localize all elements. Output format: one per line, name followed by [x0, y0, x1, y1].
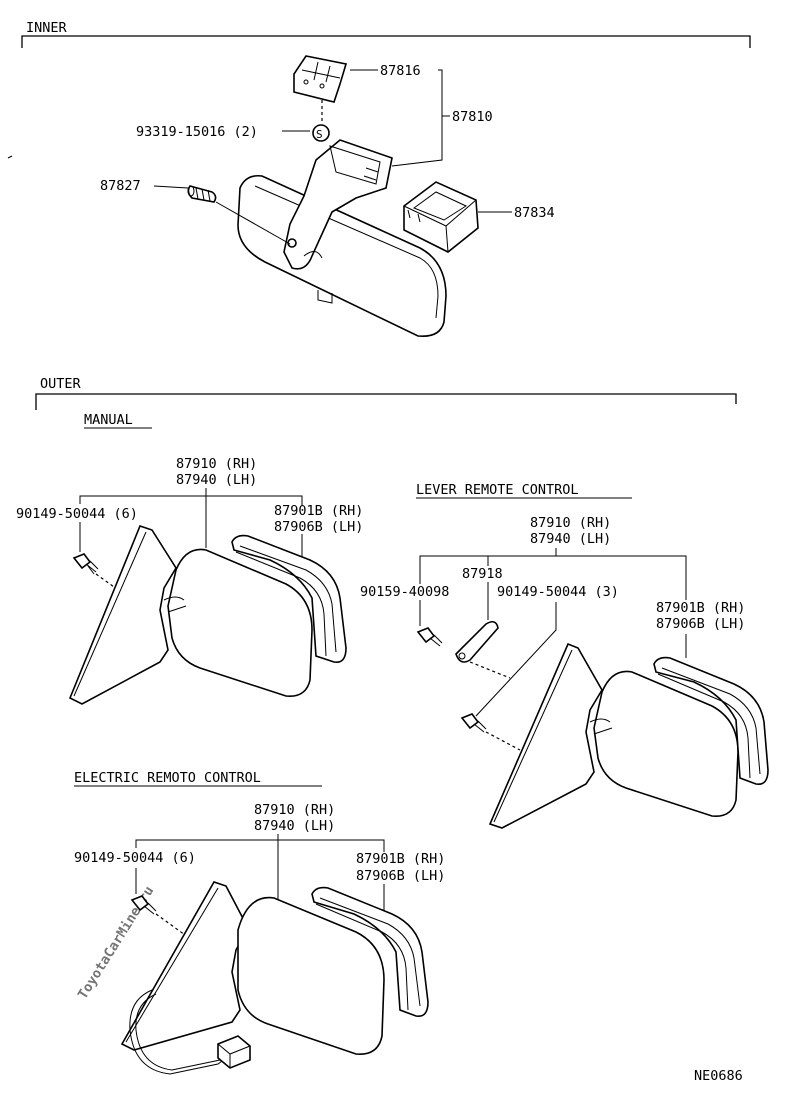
- electric-mirror-housing: [237, 896, 385, 1055]
- electric-mirror-rh: 87910 (RH): [254, 802, 335, 818]
- electric-screw-part: [130, 895, 157, 915]
- manual-screw-part: [72, 553, 99, 575]
- label-87827: 87827: [100, 178, 141, 194]
- electric-mirror-lh: 87940 (LH): [254, 818, 335, 834]
- manual-screw: 90149-50044 (6): [16, 506, 138, 522]
- lever-knob-part: [455, 620, 499, 663]
- lever-mirror-lh: 87940 (LH): [530, 531, 611, 547]
- inner-section: INNER S: [21, 20, 751, 338]
- electric-wire: [129, 989, 227, 1075]
- lever-mirror-base: [488, 642, 603, 829]
- label-87816: 87816: [380, 63, 421, 79]
- outer-heading: OUTER: [40, 376, 82, 392]
- lever-glass-rh: 87901B (RH): [656, 600, 745, 616]
- lever-screw-a: 90159-40098: [360, 584, 449, 600]
- mirror-tab: [317, 290, 333, 304]
- inner-bracket: [21, 35, 751, 48]
- s-washer-mark: S: [316, 128, 323, 141]
- electric-connector: [217, 1035, 251, 1069]
- manual-section: MANUAL 87910 (RH) 87940 (LH) 90149-50044…: [16, 412, 363, 705]
- lever-screw-a-part: [416, 627, 443, 647]
- electric-screw: 90149-50044 (6): [74, 850, 196, 866]
- mirror-stay: [283, 139, 393, 270]
- outer-bracket: [35, 393, 737, 410]
- footer-code: NE0686: [694, 1068, 743, 1084]
- manual-mirror-glass: [231, 534, 347, 664]
- inner-mirror-body: [237, 174, 447, 338]
- manual-mirror-lh: 87940 (LH): [176, 472, 257, 488]
- electric-section: ELECTRIC REMOTO CONTROL 87910 (RH) 87940…: [74, 770, 445, 1075]
- electric-mirror-glass: [311, 886, 429, 1018]
- lever-section: LEVER REMOTE CONTROL 87910 (RH) 87940 (L…: [360, 482, 769, 829]
- label-93319: 93319-15016 (2): [136, 124, 258, 140]
- manual-heading: MANUAL: [84, 412, 133, 428]
- manual-mirror-rh: 87910 (RH): [176, 456, 257, 472]
- electric-glass-rh: 87901B (RH): [356, 851, 445, 867]
- pin-87827: [187, 185, 217, 203]
- electric-glass-lh: 87906B (LH): [356, 868, 445, 884]
- clip-87816: [293, 55, 348, 103]
- manual-mirror-housing: [167, 548, 313, 697]
- lever-glass-lh: 87906B (LH): [656, 616, 745, 632]
- s-washer: [312, 124, 330, 142]
- label-87810: 87810: [452, 109, 493, 125]
- manual-glass-lh: 87906B (LH): [274, 519, 363, 535]
- electric-heading: ELECTRIC REMOTO CONTROL: [74, 770, 261, 786]
- label-87834: 87834: [514, 205, 555, 221]
- lever-mirror-rh: 87910 (RH): [530, 515, 611, 531]
- lever-heading: LEVER REMOTE CONTROL: [416, 482, 579, 498]
- electric-mirror-base: [120, 881, 249, 1051]
- lever-screw-b-part: [460, 713, 487, 733]
- lever-knob: 87918: [462, 566, 503, 582]
- manual-glass-rh: 87901B (RH): [274, 503, 363, 519]
- inner-heading: INNER: [26, 20, 68, 36]
- lever-screw-b: 90149-50044 (3): [497, 584, 619, 600]
- outer-section: OUTER: [35, 376, 737, 410]
- cover-87834: [403, 181, 479, 253]
- manual-mirror-base: [68, 525, 177, 705]
- lever-mirror-housing: [593, 670, 739, 817]
